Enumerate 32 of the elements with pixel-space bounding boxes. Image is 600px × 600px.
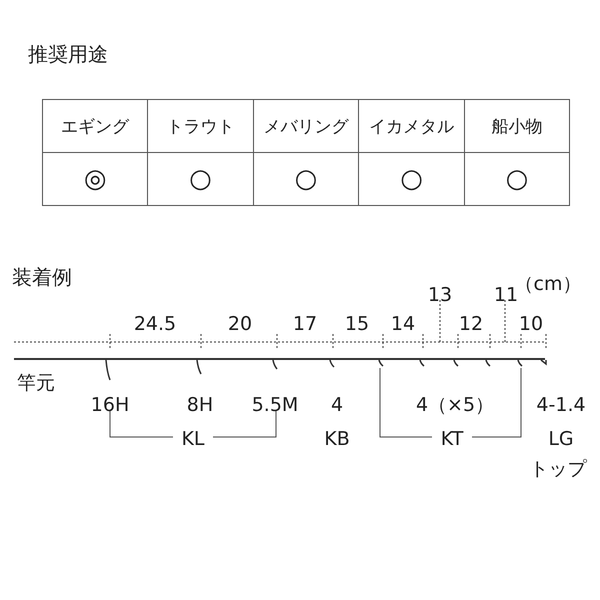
guide-size-label: 4: [330, 394, 344, 416]
section-title: 推奨用途: [28, 42, 108, 66]
guide-type-label: KT: [440, 428, 464, 450]
rating-mark-cell: ○: [464, 152, 570, 206]
dimension-label: 15: [344, 313, 370, 335]
guide-size-label: 8H: [186, 394, 214, 416]
rating-mark-cell: ◎: [42, 152, 148, 206]
table-header-cell: エギング: [42, 100, 148, 152]
table-header-cell: メバリング: [253, 100, 359, 152]
rating-mark-cell: ○: [358, 152, 464, 206]
dimension-label: 14: [390, 313, 416, 335]
guide-size-label: 4（×5）: [416, 394, 494, 416]
rating-mark-cell: ○: [148, 152, 254, 206]
guide-type-label: KB: [324, 428, 350, 450]
rod-butt-label: 竿元: [17, 372, 55, 394]
dimension-label: 12: [458, 313, 484, 335]
dimension-label: 10: [518, 313, 544, 335]
guide-size-label: 4-1.4: [536, 394, 586, 416]
guide-type-label: KL: [181, 428, 205, 450]
dimension-label: 17: [292, 313, 318, 335]
table-header-cell: トラウト: [148, 100, 254, 152]
table-header-cell: イカメタル: [358, 100, 464, 152]
table-header-cell: 船小物: [464, 100, 570, 152]
guide-size-label: 5.5M: [252, 394, 298, 416]
guide-type-label: LG: [548, 428, 574, 450]
guide-type-label: トップ: [530, 458, 586, 480]
section-title: 装着例: [12, 265, 72, 289]
dimension-label: 24.5: [134, 313, 176, 335]
rating-mark-cell: ○: [253, 152, 359, 206]
guide-size-label: 16H: [90, 394, 130, 416]
dimension-label: 13: [428, 284, 452, 306]
dimension-label: 20: [228, 313, 252, 335]
